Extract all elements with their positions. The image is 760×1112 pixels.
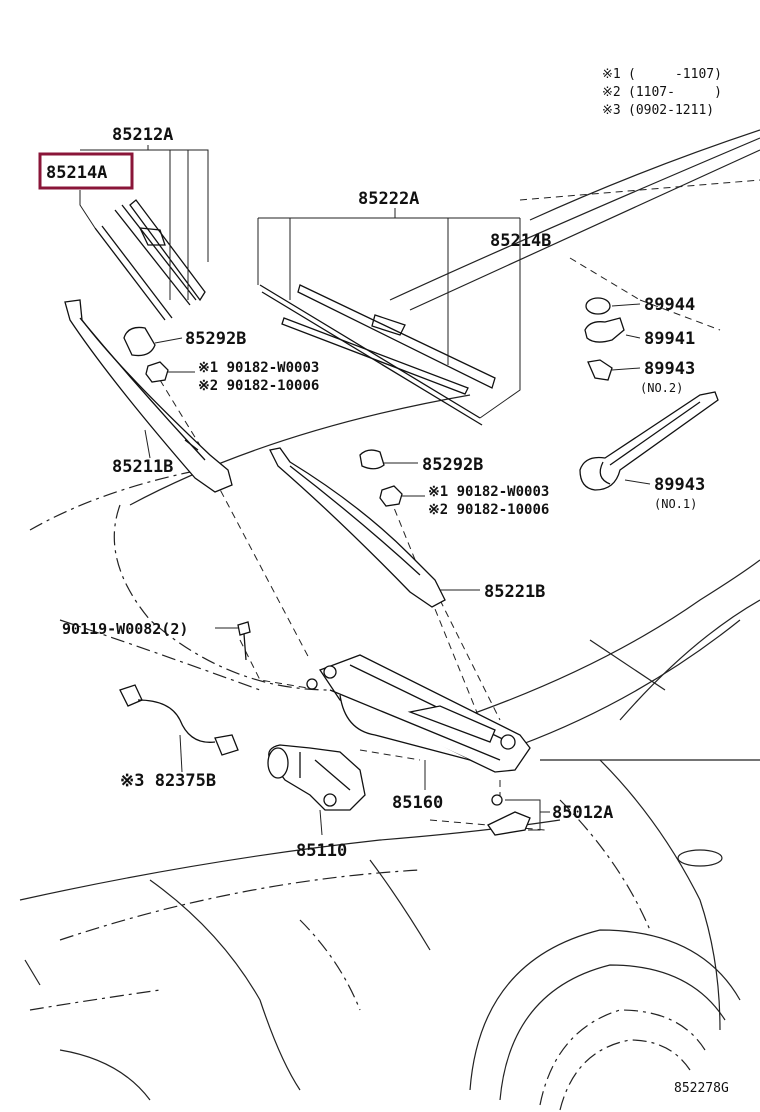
label-85211B[interactable]: 85211B	[112, 457, 173, 477]
label-82375B[interactable]: ※3 82375B	[120, 771, 216, 791]
notes-legend: ※1 ( -1107) ※2 (1107- ) ※3 (0902-1211)	[602, 67, 722, 118]
label-90182-top-1[interactable]: ※1 90182-W0003	[198, 360, 319, 376]
note-3-text: (0902-1211)	[628, 103, 714, 118]
label-85292B-mid[interactable]: 85292B	[422, 455, 483, 475]
wire-harness-82375B	[119, 684, 239, 756]
car-body-outline	[19, 129, 760, 1111]
label-85160[interactable]: 85160	[392, 793, 443, 813]
label-85221B[interactable]: 85221B	[484, 582, 545, 602]
part-89941	[584, 317, 625, 343]
part-89944	[585, 297, 611, 315]
label-90182-mid-2[interactable]: ※2 90182-10006	[428, 502, 549, 518]
note-89943-no1: (NO.1)	[654, 497, 697, 511]
wiper-blade-left	[94, 199, 206, 321]
label-85012A[interactable]: 85012A	[552, 803, 613, 823]
note-1-text: ( -1107)	[628, 67, 722, 82]
wiper-arm-85211B	[64, 299, 233, 493]
bolt-90119	[237, 621, 251, 661]
wiper-motor-85110	[267, 744, 366, 811]
part-89943-no1	[579, 391, 719, 491]
wiper-arm-85221B	[269, 447, 446, 608]
highlight-box-85214A	[38, 152, 134, 190]
label-90119[interactable]: 90119-W0082(2)	[62, 620, 188, 638]
label-85212A[interactable]: 85212A	[112, 125, 173, 145]
cap-85292B-top	[123, 326, 156, 357]
label-85110[interactable]: 85110	[296, 841, 347, 861]
wiper-linkage-85160	[306, 654, 531, 773]
leader-lines	[79, 145, 651, 836]
bracket-85012A	[487, 794, 531, 836]
cap-85292B-mid	[359, 449, 385, 470]
label-85222A[interactable]: 85222A	[358, 189, 419, 209]
part-89943-no2	[587, 359, 613, 381]
label-89944[interactable]: 89944	[644, 295, 695, 315]
note-89943-no2: (NO.2)	[640, 381, 683, 395]
label-85214B[interactable]: 85214B	[490, 231, 551, 251]
label-89943-no2[interactable]: 89943	[644, 359, 695, 379]
label-85214A[interactable]: 85214A	[46, 163, 107, 183]
label-89943-no1[interactable]: 89943	[654, 475, 705, 495]
label-90182-mid-1[interactable]: ※1 90182-W0003	[428, 484, 549, 500]
nut-90182-mid	[379, 485, 403, 507]
note-3-mark: ※3	[602, 103, 621, 118]
figure-id: 852278G	[674, 1081, 729, 1096]
label-85292B-top[interactable]: 85292B	[185, 329, 246, 349]
nut-90182-top	[145, 361, 169, 383]
note-1-mark: ※1	[602, 67, 621, 82]
note-2-text: (1107- )	[628, 85, 722, 100]
note-2-mark: ※2	[602, 85, 621, 100]
label-89941[interactable]: 89941	[644, 329, 695, 349]
label-90182-top-2[interactable]: ※2 90182-10006	[198, 378, 319, 394]
wiper-blade-right	[259, 284, 496, 426]
